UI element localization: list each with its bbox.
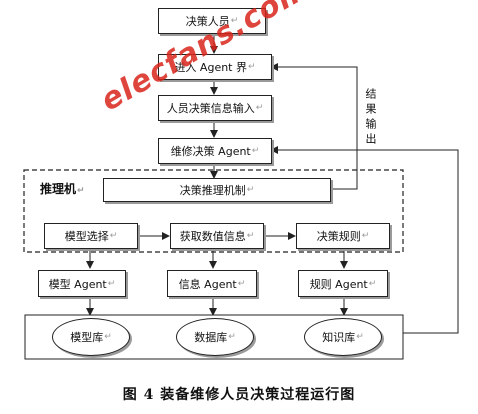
paragraph-mark: ↵ [246,231,255,241]
reasoning-engine-label: 推理机↵ [40,182,85,196]
model-select-box: 模型选择↵ [44,223,138,249]
decision-rules-label: 决策规则 [316,230,361,243]
rule-agent-box: 规则 Agent↵ [298,270,388,297]
info-input-box: 人员决策信息输入↵ [158,95,272,121]
paragraph-mark: ↵ [107,278,116,289]
arrow-kb-feedback [270,146,459,334]
model-agent-label: 模型 Agent [48,277,107,291]
rule-agent-label: 规则 Agent [309,277,368,291]
decision-maker-label: 决策人员 [185,15,230,28]
paragraph-mark: ↵ [228,332,236,342]
figure-caption: 图 4 装备维修人员决策过程运行图 [122,387,356,403]
decision-maker-box: 决策人员↵ [158,8,266,34]
paragraph-mark: ↵ [356,332,364,342]
get-data-box: 获取数值信息↵ [170,223,264,249]
info-agent-label: 信息 Agent [178,277,237,291]
paragraph-mark: ↵ [361,231,370,241]
info-agent-box: 信息 Agent↵ [167,270,257,297]
paragraph-mark: ↵ [246,185,255,195]
info-input-label: 人员决策信息输入 [166,102,255,115]
model-base-label: 模型库 [70,331,104,344]
reasoning-engine-frame [23,169,404,253]
knowledge-base-ellipse: 知识库↵ [304,318,382,356]
enter-agent-ui-box: 进入 Agent 界↵ [158,54,272,80]
paragraph-mark: ↵ [104,332,112,342]
model-base-ellipse: 模型库↵ [52,318,130,356]
paragraph-mark: ↵ [230,16,239,26]
model-agent-box: 模型 Agent↵ [38,270,126,297]
repair-agent-box: 维修决策 Agent↵ [158,138,272,164]
result-output-label: 结果输出 [364,88,377,148]
reasoning-mechanism-box: 决策推理机制↵ [103,178,331,202]
paragraph-mark: ↵ [248,62,256,72]
database-ellipse: 数据库↵ [176,318,254,356]
paragraph-mark: ↵ [251,146,260,156]
knowledge-base-label: 知识库 [322,331,356,344]
database-label: 数据库 [194,331,228,344]
arrow-result-output [270,63,358,190]
paragraph-mark: ↵ [368,278,377,289]
model-select-label: 模型选择 [64,230,109,243]
decision-rules-box: 决策规则↵ [296,223,390,249]
paragraph-mark: ↵ [255,103,264,113]
enter-agent-ui-label: 进入 Agent 界 [174,61,247,74]
repair-agent-label: 维修决策 Agent [170,145,251,158]
paragraph-mark: ↵ [109,231,118,241]
paragraph-mark: ↵ [237,278,246,289]
reasoning-mechanism-label: 决策推理机制 [179,184,246,197]
get-data-label: 获取数值信息 [179,230,246,243]
